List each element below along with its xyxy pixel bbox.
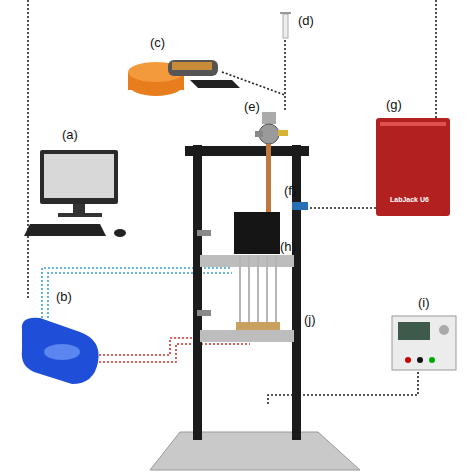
callout-letter: (i) — [418, 296, 430, 309]
callout-letter: (g) — [386, 98, 402, 111]
callout-letter: (e) — [244, 100, 260, 113]
callout-letter: (c) — [150, 36, 165, 49]
callout-letter: (b) — [56, 290, 72, 303]
callout-letter: (a) — [62, 128, 78, 141]
callout-letter: (f) — [284, 184, 296, 197]
callout-letter: (d) — [298, 14, 314, 27]
callout-letter: (h) — [280, 240, 296, 253]
device-label: LabJack U6 — [390, 196, 429, 203]
callout-letter: (j) — [304, 313, 316, 326]
